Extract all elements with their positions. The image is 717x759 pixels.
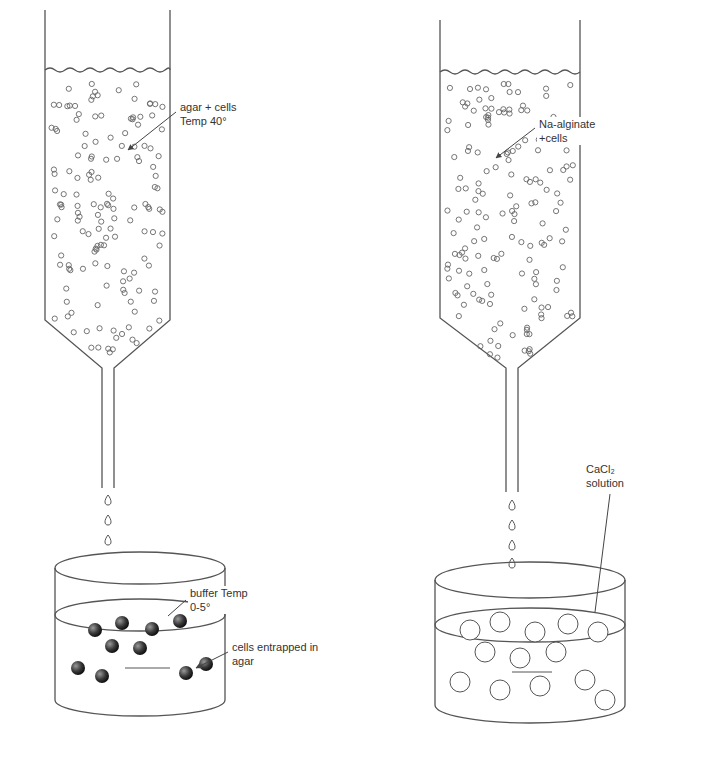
- callout-label: agar + cells Temp 40°: [178, 100, 256, 128]
- callout-label: buffer Temp 0-5°: [188, 586, 256, 614]
- petri-dish: [55, 552, 225, 716]
- leader-line: [128, 112, 176, 150]
- leader-line: [168, 600, 186, 616]
- beaker: [435, 562, 625, 723]
- liquid-surface: [440, 70, 580, 74]
- bead-outline: [125, 668, 170, 669]
- alginate-beads: [450, 612, 615, 710]
- callout-label: CaCl₂ solution: [584, 462, 640, 490]
- tube: [440, 20, 580, 492]
- leader-line: [496, 128, 535, 158]
- leader-line: [595, 494, 610, 612]
- leader-line: [196, 652, 228, 668]
- cell-dots: [49, 81, 165, 355]
- liquid-surface: [45, 68, 170, 72]
- bead-outline: [512, 672, 552, 673]
- tube: [45, 10, 170, 488]
- callout-label: Na-alginate +cells: [537, 117, 613, 145]
- drops: [105, 495, 515, 568]
- callout-label: cells entrapped in agar: [230, 640, 332, 668]
- agar-beads: [71, 614, 213, 683]
